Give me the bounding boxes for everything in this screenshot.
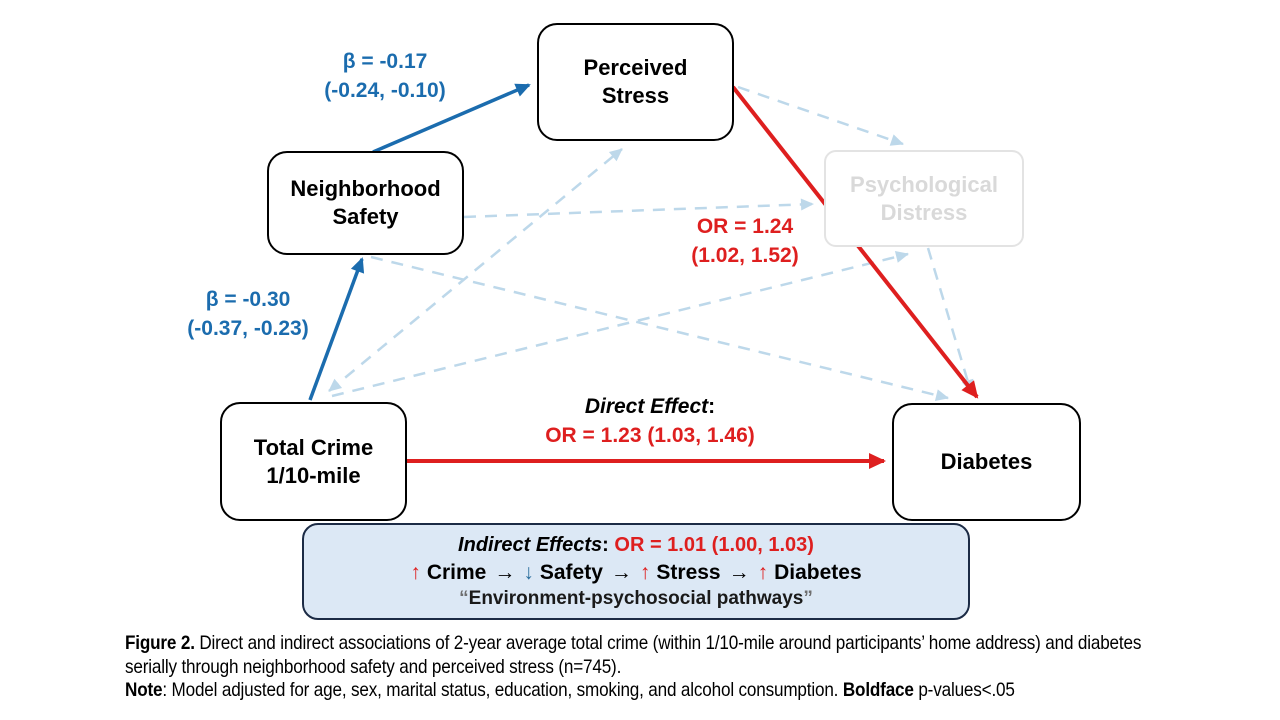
up-arrow-icon: ↑ [410,560,421,584]
pathway-quote-line: “Environment-psychosocial pathways” [459,586,813,612]
pathway-quote-text: Environment-psychosocial pathways [468,587,804,609]
diabetes-box: Diabetes [892,403,1081,521]
safety-to-distress-dashed-arrow [463,198,814,219]
beta-safety-stress-ci: (-0.24, -0.10) [324,79,446,102]
beta-crime-safety-label: β = -0.30 (-0.37, -0.23) [143,285,353,343]
psychological-distress-label-line1: Psychological [850,171,998,197]
right-arrow-icon: → [610,560,632,584]
perceived-stress-label-line2: Stress [601,83,670,108]
figure-number-label: Figure 2. [125,632,195,654]
right-arrow-icon: → [494,560,516,584]
indirect-pathway-line: ↑Crime→↓Safety→↑Stress→↑Diabetes [407,559,864,586]
total-crime-label-line2: 1/10-mile [266,462,361,488]
crime-to-safety-arrow [308,257,365,401]
crime-to-distress-dashed-arrow [331,251,909,398]
neighborhood-safety-label-line2: Safety [332,204,399,229]
psychological-distress-label-line2: Distress [880,199,968,225]
stress-to-distress-dashed-arrow [737,85,904,146]
neighborhood-safety-box: Neighborhood Safety [267,151,464,255]
total-crime-box: Total Crime 1/10-mile [220,402,407,521]
indirect-effects-panel: Indirect Effects: OR = 1.01 (1.00, 1.03)… [302,523,970,620]
figure-caption-text: Direct and indirect associations of 2-ye… [125,632,1142,678]
pathway-word-stress: Stress [656,560,721,584]
safety-to-diabetes-dashed-arrow [370,255,949,401]
or-stress-diabetes-ci: (1.02, 1.52) [691,244,799,267]
total-crime-label-line1: Total Crime [253,434,374,460]
diabetes-label: Diabetes [940,449,1033,474]
perceived-stress-label-line1: Perceived [583,55,688,80]
close-quote: ” [803,587,813,609]
perceived-stress-box: Perceived Stress [537,23,734,141]
direct-effect-colon: : [708,395,716,418]
boldface-word: Boldface [842,679,914,701]
beta-crime-safety-value: β = -0.30 [205,288,291,311]
pathway-word-safety: Safety [539,560,603,584]
indirect-effects-colon: : [602,533,615,556]
direct-effect-label: Direct Effect: OR = 1.23 (1.03, 1.46) [495,392,805,450]
right-arrow-icon: → [728,560,750,584]
neighborhood-safety-label-line1: Neighborhood [290,176,441,201]
up-arrow-icon: ↑ [639,560,651,584]
beta-crime-safety-ci: (-0.37, -0.23) [187,317,309,340]
up-arrow-icon: ↑ [757,560,769,584]
beta-safety-stress-value: β = -0.17 [342,50,428,73]
beta-safety-stress-label: β = -0.17 (-0.24, -0.10) [280,47,490,105]
indirect-effects-title: Indirect Effects [458,533,603,556]
psychological-distress-box: Psychological Distress [824,150,1024,247]
crime-to-stress-dashed-arrow [328,148,623,392]
note-text: : Model adjusted for age, sex, marital s… [162,679,843,701]
note-tail: p-values<.05 [913,679,1015,701]
down-arrow-icon: ↓ [523,560,534,584]
distress-to-diabetes-dashed-arrow [926,247,974,393]
figure-caption: Figure 2. Direct and indirect associatio… [125,632,1161,703]
indirect-effects-or-value: OR = 1.01 (1.00, 1.03) [614,533,814,556]
note-label: Note [125,679,163,701]
direct-effect-or-value: OR = 1.23 (1.03, 1.46) [545,424,755,447]
or-stress-diabetes-value: OR = 1.24 [696,215,794,238]
direct-effect-title: Direct Effect [584,395,709,418]
pathway-word-diabetes: Diabetes [774,560,862,584]
indirect-effects-title-line: Indirect Effects: OR = 1.01 (1.00, 1.03) [458,532,814,559]
pathway-word-crime: Crime [426,560,487,584]
or-stress-diabetes-label: OR = 1.24 (1.02, 1.52) [640,212,850,270]
open-quote: “ [459,587,469,609]
safety-to-stress-arrow [372,83,531,154]
